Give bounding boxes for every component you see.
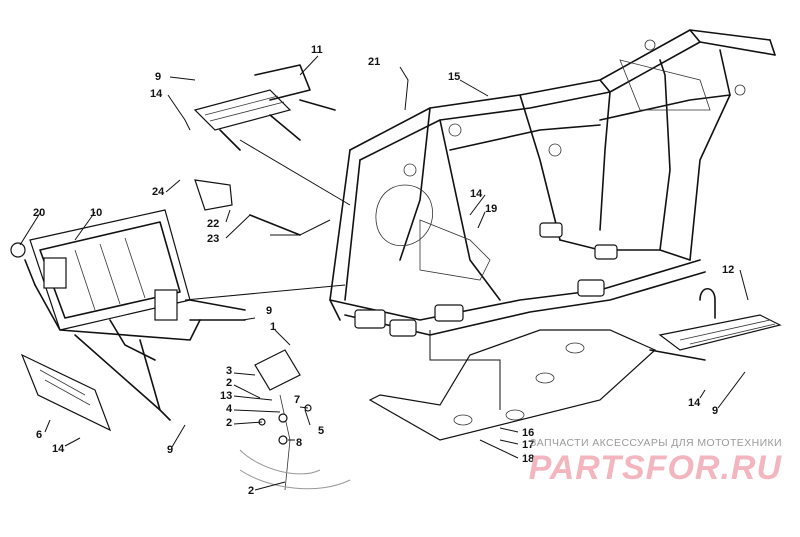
callout-1: 1: [270, 321, 276, 333]
callout-24: 24: [152, 186, 165, 198]
front-guard: [20, 319, 171, 432]
watermark-logo: PARTSFOR.RU: [528, 449, 782, 487]
callout-22: 22: [207, 218, 219, 230]
callout-17: 17: [522, 439, 534, 451]
callout-2: 2: [226, 377, 232, 389]
callout-14: 14: [52, 443, 65, 455]
callout-2: 2: [226, 417, 232, 429]
callout-7: 7: [294, 394, 300, 406]
callout-9: 9: [155, 71, 161, 83]
bracket-22: [194, 179, 301, 236]
callout-9: 9: [712, 405, 718, 417]
callout-20: 20: [33, 207, 45, 219]
callout-5: 5: [318, 425, 324, 437]
callout-numbers: 11 9 14 21 15 24 14 19 22 23 20 10 12 9 …: [33, 44, 734, 497]
callout-2: 2: [248, 485, 254, 497]
light-assembly: [239, 349, 351, 491]
callout-10: 10: [90, 207, 102, 219]
callout-8: 8: [296, 437, 302, 449]
callout-18: 18: [522, 453, 534, 465]
footrest-left: [193, 64, 336, 151]
callout-6: 6: [36, 429, 42, 441]
footrest-right: [649, 287, 782, 361]
callout-16: 16: [522, 427, 534, 439]
callout-23: 23: [207, 233, 219, 245]
callout-13: 13: [220, 390, 232, 402]
skid-plate: [368, 329, 657, 441]
watermark: ЗАПЧАСТИ АКСЕССУАРЫ ДЛЯ МОТОТЕХНИКИ PART…: [529, 437, 782, 485]
callout-21: 21: [368, 56, 380, 68]
callout-3: 3: [226, 365, 232, 377]
watermark-tagline: ЗАПЧАСТИ АКСЕССУАРЫ ДЛЯ МОТОТЕХНИКИ: [530, 437, 782, 449]
callout-14: 14: [688, 397, 701, 409]
callout-19: 19: [485, 203, 497, 215]
callout-9: 9: [167, 444, 173, 456]
callout-14: 14: [470, 188, 483, 200]
front-rack: [10, 209, 246, 341]
callout-9: 9: [266, 305, 272, 317]
main-frame: [329, 29, 776, 337]
callout-14: 14: [150, 88, 163, 100]
callout-11: 11: [311, 44, 323, 56]
callout-4: 4: [226, 403, 233, 415]
callout-15: 15: [448, 71, 460, 83]
leader-lines: [19, 55, 749, 491]
callout-12: 12: [722, 264, 734, 276]
